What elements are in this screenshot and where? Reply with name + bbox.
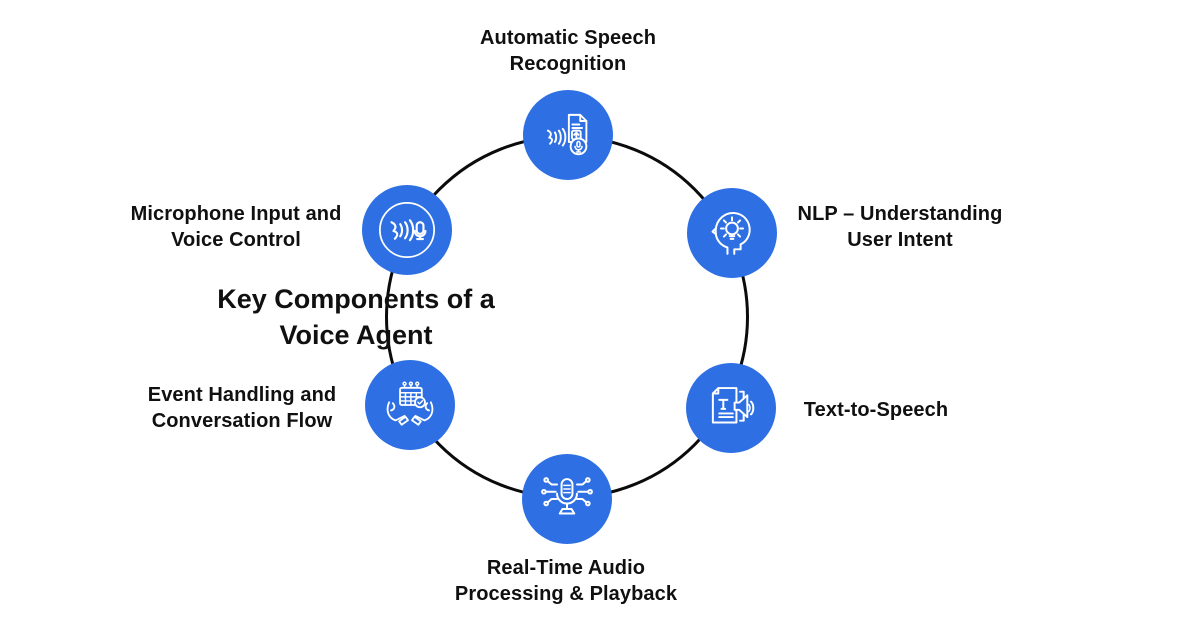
node-microphone-input-voice-control [362,185,452,275]
document-speaker-icon [711,387,755,424]
node-automatic-speech-recognition [523,90,613,180]
node-real-time-audio [522,454,612,544]
label-automatic-speech-recognition: Automatic Speech Recognition [479,27,657,75]
microphone-voice-icon [379,202,435,258]
hands-calendar-icon [386,381,434,426]
label-text-to-speech: Text-to-Speech [803,399,949,421]
label-microphone-input-voice-control: Microphone Input and Voice Control [130,203,342,251]
label-nlp-user-intent: NLP – Understanding User Intent [797,203,1003,251]
speech-recognition-icon [546,113,588,156]
label-real-time-audio: Real-Time Audio Processing & Playback [454,557,678,605]
microphone-network-icon [541,477,593,515]
head-lightbulb-icon [711,212,751,255]
label-event-handling-conversation-flow: Event Handling and Conversation Flow [147,384,337,432]
diagram-title: Key Components of a Voice Agent [217,284,495,350]
node-nlp-user-intent [687,188,777,278]
node-event-handling-conversation-flow [365,360,455,450]
node-text-to-speech [686,363,776,453]
